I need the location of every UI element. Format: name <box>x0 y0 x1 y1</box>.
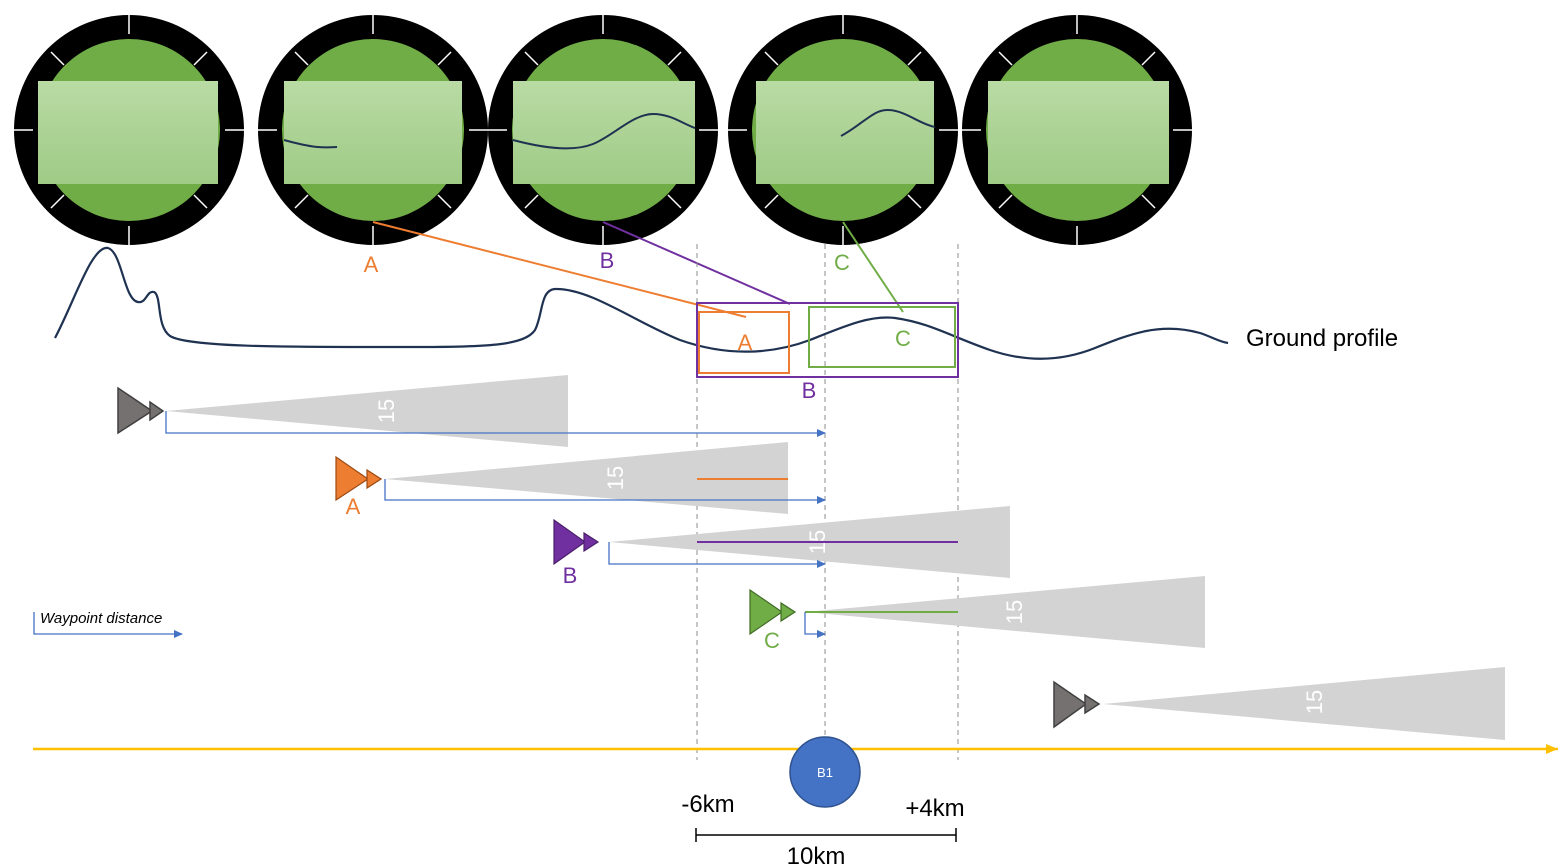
aircraft-icon <box>117 386 154 435</box>
aircraft-1: 15 <box>117 375 826 447</box>
aircraft-icon <box>553 518 587 566</box>
aircraft-icon <box>335 455 370 502</box>
aircraft-tail-icon <box>1084 693 1101 715</box>
sensor-cone <box>1103 667 1505 740</box>
profile-box-a-label: A <box>738 330 753 355</box>
sensor-cone <box>385 442 788 514</box>
sensor-cone <box>166 375 568 447</box>
aircraft-tail-icon <box>149 400 165 422</box>
display-4 <box>728 15 958 245</box>
aircraft-icon <box>1053 680 1088 729</box>
display-label-c: C <box>834 250 850 275</box>
ground-profile-label: Ground profile <box>1246 325 1398 352</box>
legend-arrow <box>33 612 183 638</box>
aircraft-tail-icon <box>780 601 797 623</box>
aircraft-a: 15 A <box>335 442 826 519</box>
terrain-line <box>512 112 696 150</box>
range-span-label: 10km <box>787 843 846 866</box>
terrain-line <box>840 108 936 137</box>
display-5 <box>962 15 1192 245</box>
aircraft-tail-icon <box>366 468 383 490</box>
display-label-b: B <box>600 248 615 273</box>
profile-box-c-label: C <box>895 326 911 351</box>
terrain-line <box>283 139 338 149</box>
cone-value: 15 <box>1002 600 1027 624</box>
ground-profile <box>54 246 1229 360</box>
display-screen <box>756 81 934 184</box>
bezel-ticks <box>488 15 718 245</box>
range-plus-label: +4km <box>905 795 964 822</box>
waypoint-distance-arrow <box>165 411 826 437</box>
waypoint-distance-arrow <box>804 612 826 638</box>
profile-box-a <box>698 311 790 374</box>
connector-c <box>842 221 904 313</box>
display-3 <box>488 15 718 245</box>
display-screen <box>513 81 695 184</box>
aircraft-5: 15 <box>1053 667 1505 740</box>
waypoint-marker <box>789 736 861 808</box>
display-screen <box>988 81 1169 184</box>
waypoint-b1: B1 <box>789 736 861 808</box>
cone-value: 15 <box>603 466 628 490</box>
bezel-ticks <box>14 15 244 245</box>
bezel-ticks <box>962 15 1192 245</box>
cone-value: 15 <box>1302 690 1327 714</box>
aircraft-b: 15 B <box>553 506 1010 588</box>
range-minus-label: -6km <box>681 791 734 818</box>
bezel-ticks <box>258 15 488 245</box>
aircraft-c: 15 C <box>749 576 1205 653</box>
profile-box-b <box>696 302 959 378</box>
aircraft-label: C <box>764 628 780 653</box>
range-bracket <box>695 828 957 842</box>
sensor-cone <box>805 576 1205 648</box>
waypoint-label: B1 <box>817 765 833 780</box>
legend-label: Waypoint distance <box>40 610 162 627</box>
legend-waypoint-distance: Waypoint distance <box>33 610 183 638</box>
waypoint-distance-arrow <box>608 542 826 568</box>
display-label-a: A <box>364 252 379 277</box>
aircraft-label: A <box>346 494 361 519</box>
display-screen <box>38 81 218 184</box>
bezel-ticks <box>728 15 958 245</box>
aircraft-tail-icon <box>583 531 600 553</box>
display-2 <box>258 15 488 245</box>
waypoint-distance-arrow <box>384 479 826 504</box>
connector-a <box>372 221 747 318</box>
display-screen <box>284 81 462 184</box>
aircraft-label: B <box>563 563 578 588</box>
profile-box-b-label: B <box>802 378 817 403</box>
display-1 <box>14 15 244 245</box>
cone-value: 15 <box>374 399 399 423</box>
profile-box-c <box>808 306 956 368</box>
aircraft-icon <box>749 588 784 636</box>
